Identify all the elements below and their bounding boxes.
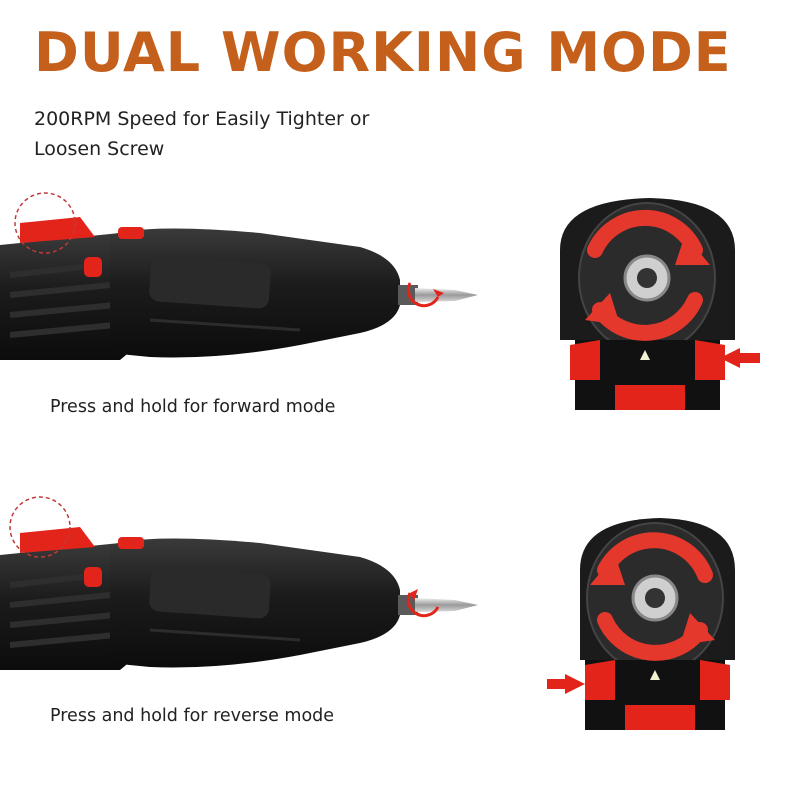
subheadline: 200RPM Speed for Easily Tighter or Loose… [34,108,370,160]
forward-caption: Press and hold for forward mode [50,397,336,417]
forward-drill-side-view [0,185,500,380]
reverse-drill-front-view [545,510,765,730]
forward-drill-front-view [545,190,765,410]
reverse-caption: Press and hold for reverse mode [50,706,335,726]
reverse-drill-side-view [0,495,500,690]
headline: DUAL WORKING MODE [34,21,732,84]
